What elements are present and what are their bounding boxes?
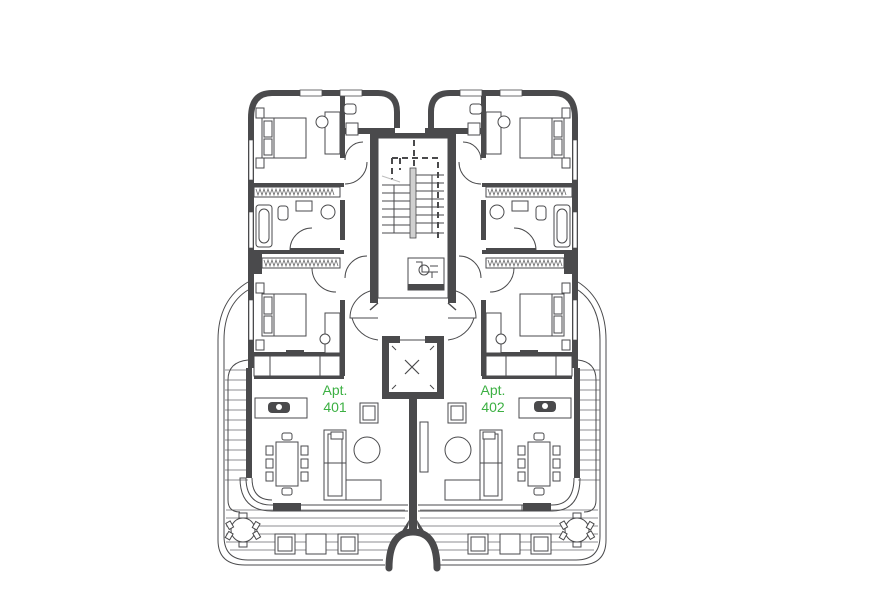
round-table-terrace-401: [224, 512, 262, 548]
bathroom-402: [458, 103, 571, 293]
armchair-401: [359, 402, 379, 424]
party-wall: [385, 399, 441, 572]
wardrobe-401-b: [254, 254, 341, 274]
stairwell: [377, 128, 449, 299]
core-doors: [349, 289, 477, 341]
lounge-chairs-402: [467, 533, 552, 555]
tv-unit-402: [419, 421, 429, 473]
bed-402-top: [519, 107, 571, 169]
bathroom-401: [255, 103, 368, 293]
wardrobe-402-b: [485, 254, 572, 274]
dining-table-401: [265, 432, 309, 496]
apartment-label-401-line1: Apt.: [322, 382, 348, 398]
round-table-terrace-402: [558, 512, 596, 548]
bed-401-top: [255, 107, 307, 169]
bed-401-bottom: [255, 282, 307, 351]
bed-402-bottom: [519, 282, 571, 351]
kitchen-island-402: [518, 397, 572, 419]
terrace-left: [217, 281, 405, 566]
apartment-label-402-line2: 402: [481, 399, 505, 415]
sofa-401: [323, 429, 382, 501]
coffee-table-401: [353, 436, 381, 464]
apartment-label-401: Apt. 401: [310, 382, 360, 416]
kitchen-island-401: [254, 397, 308, 419]
sofa-402: [444, 429, 503, 501]
apartment-label-402: Apt. 402: [468, 382, 518, 416]
armchair-402: [447, 402, 467, 424]
apartment-label-401-line2: 401: [323, 399, 347, 415]
dining-table-402: [517, 432, 561, 496]
lounge-chairs-401: [274, 533, 359, 555]
coffee-table-402: [444, 436, 472, 464]
wheelchair-lift: [407, 257, 445, 291]
terrace-right: [420, 281, 607, 566]
elevator: [382, 336, 444, 399]
wardrobe-402-a: [485, 186, 573, 198]
wardrobe-401-a: [253, 186, 341, 198]
apartment-label-402-line1: Apt.: [480, 382, 506, 398]
